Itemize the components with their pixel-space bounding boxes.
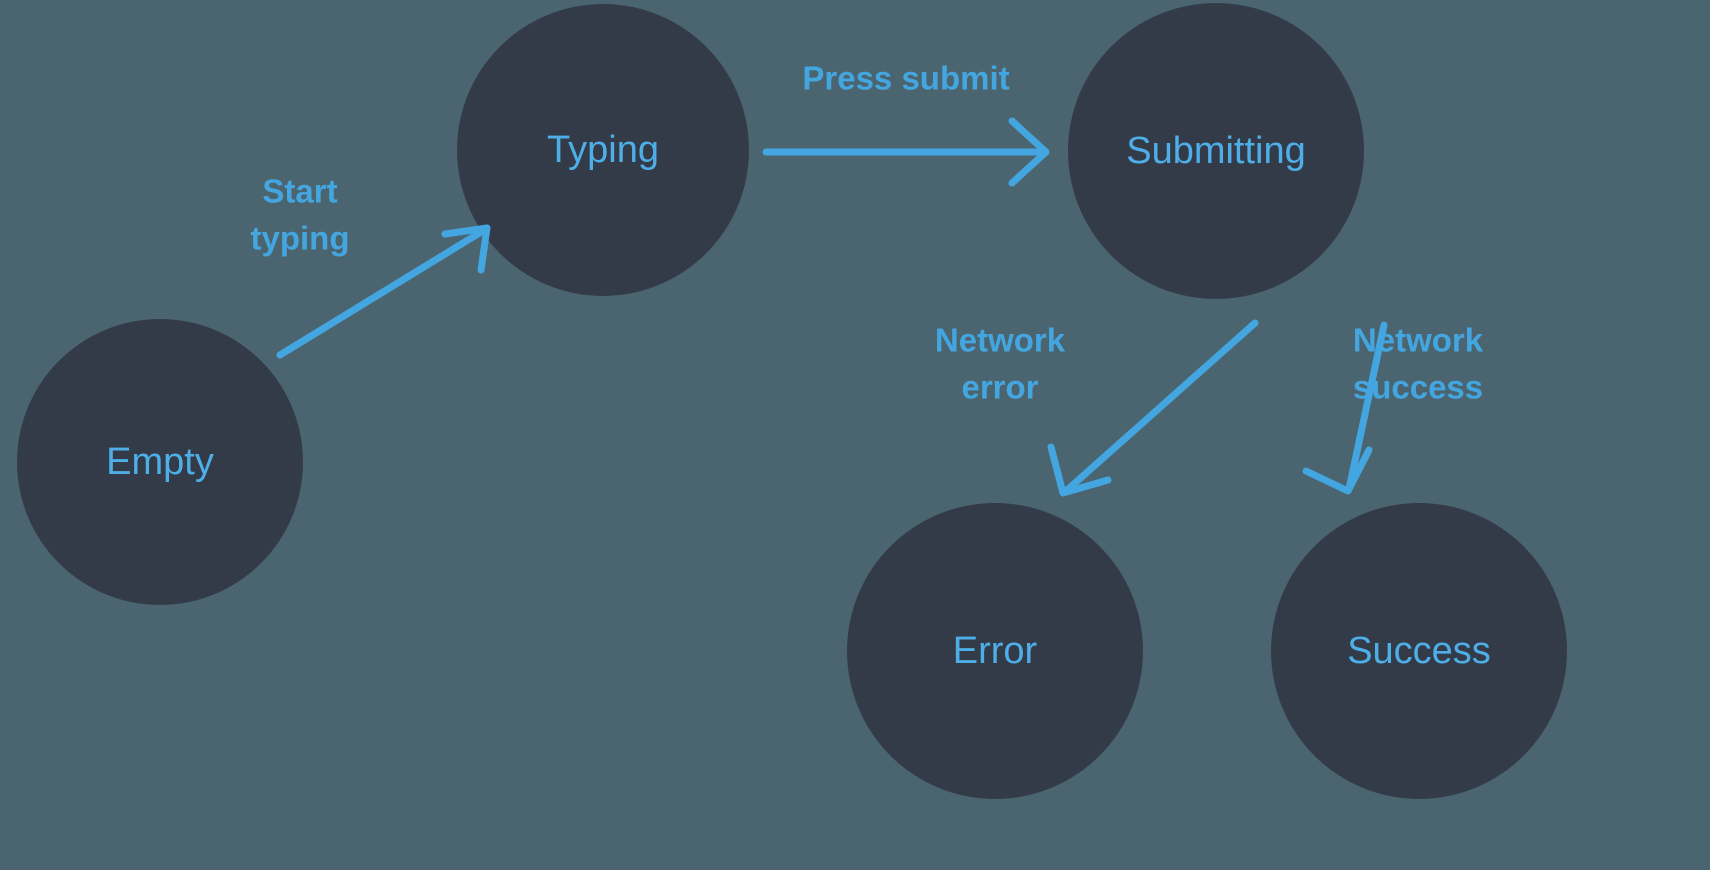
arrowhead-icon [1047,443,1112,497]
transition-label: typing [251,220,350,257]
arrowhead-icon [441,224,491,274]
state-node-submitting[interactable]: Submitting [1068,3,1364,299]
state-node-error[interactable]: Error [847,503,1143,799]
state-node-label: Submitting [1126,130,1306,172]
state-node-circle[interactable] [847,503,1143,799]
state-node-circle[interactable] [1271,503,1567,799]
transition-label: Network [1353,322,1484,359]
transition-label: Network [935,322,1066,359]
state-node-typing[interactable]: Typing [457,4,749,296]
state-node-empty[interactable]: Empty [17,319,303,605]
state-node-circle[interactable] [1068,3,1364,299]
transition-network-success[interactable]: Network success [1302,321,1484,495]
state-node-label: Success [1347,630,1491,672]
state-node-label: Empty [106,441,214,483]
transition-label: error [961,369,1038,406]
transition-line [1062,319,1259,495]
transition-press-submit[interactable]: Press submit [762,60,1050,187]
state-node-circle[interactable] [17,319,303,605]
transition-network-error[interactable]: Network error [935,319,1259,497]
state-node-label: Error [953,630,1038,672]
state-node-label: Typing [547,129,659,171]
transition-label: Press submit [802,60,1009,97]
state-node-circle[interactable] [457,4,749,296]
transition-label: Start [262,173,337,210]
arrowhead-icon [1008,117,1050,187]
transition-label: success [1353,369,1483,406]
transition-line [276,225,490,359]
state-node-success[interactable]: Success [1271,503,1567,799]
transition-line [1345,321,1388,493]
arrowhead-icon [1302,446,1373,495]
transition-start-typing[interactable]: Start typing [251,173,491,359]
